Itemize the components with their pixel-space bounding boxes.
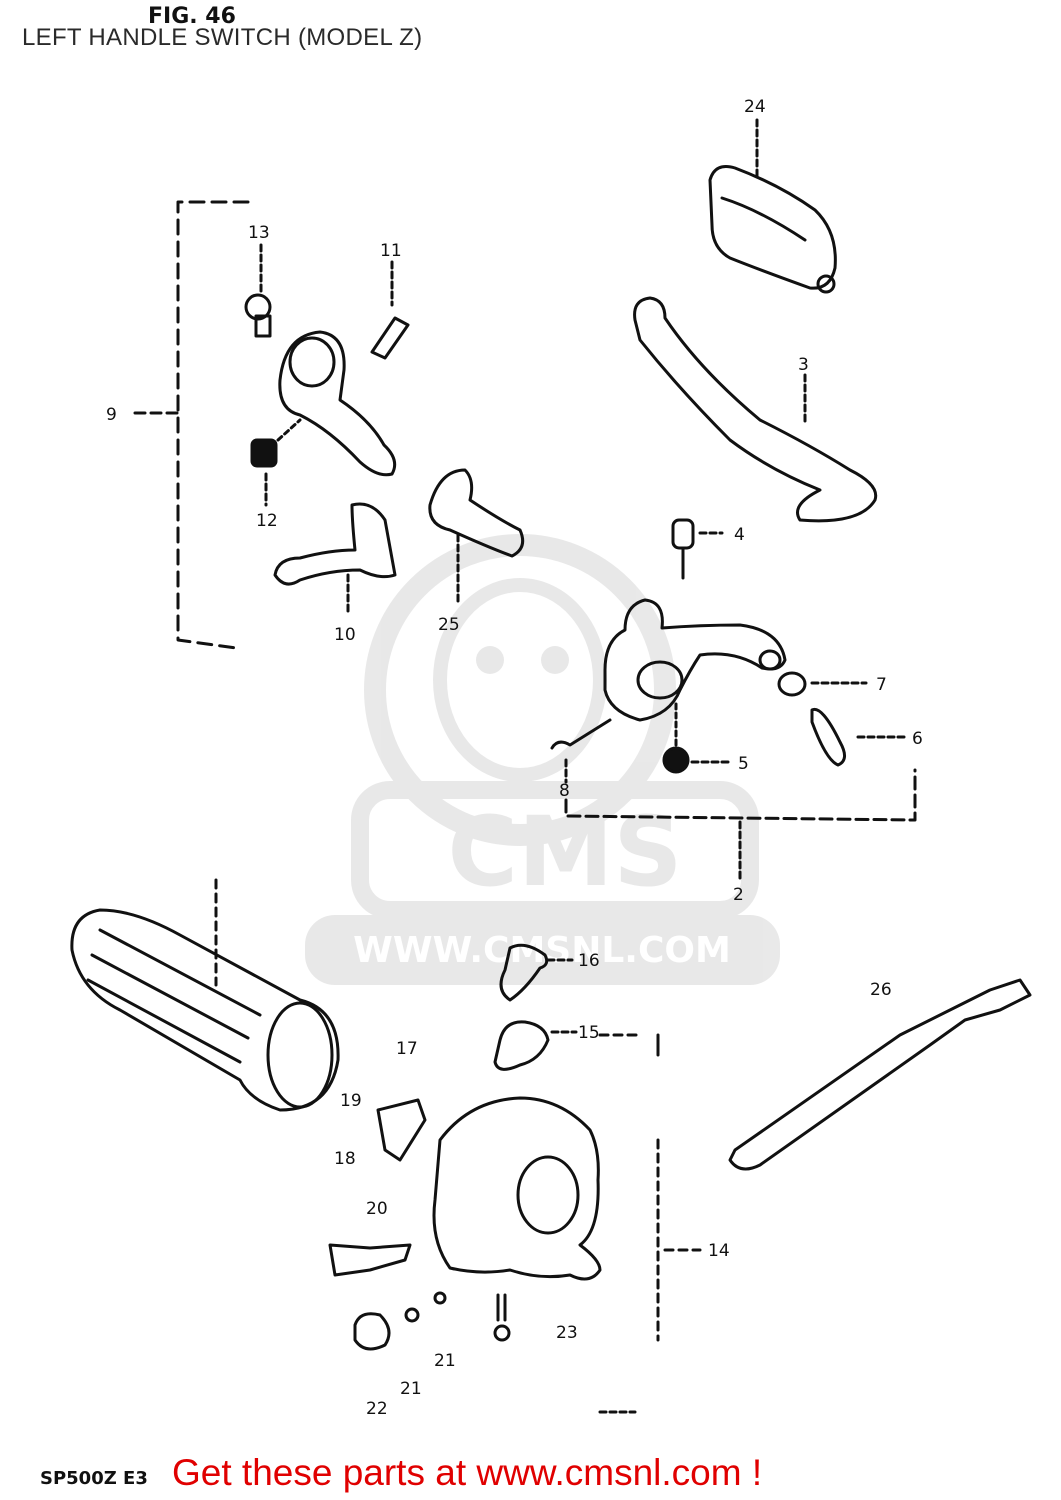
- cable-26: [728, 978, 1032, 1171]
- label-11: 11: [380, 241, 402, 261]
- label-10: 10: [334, 625, 356, 645]
- label-24: 24: [744, 97, 766, 117]
- page-title: LEFT HANDLE SWITCH (MODEL Z): [22, 24, 423, 51]
- label-17: 17: [396, 1039, 418, 1059]
- bracket-9: [176, 200, 250, 650]
- label-4: 4: [734, 525, 745, 545]
- diagram-code: SP500Z E3: [40, 1468, 148, 1489]
- part-20: [328, 1243, 412, 1277]
- label-5: 5: [738, 754, 749, 774]
- label-19: 19: [340, 1091, 362, 1111]
- label-23: 23: [556, 1323, 578, 1343]
- label-20: 20: [366, 1199, 388, 1219]
- bolt-13: [244, 243, 272, 338]
- footer-link[interactable]: Get these parts at www.cmsnl.com !: [172, 1452, 763, 1493]
- lever-part-10: [273, 502, 397, 586]
- label-3: 3: [798, 355, 809, 375]
- label-7: 7: [876, 675, 887, 695]
- part-15: [493, 1020, 550, 1071]
- label-21b: 21: [400, 1379, 422, 1399]
- bolt-4: [671, 518, 724, 580]
- figure-label: FIG. 46: [148, 4, 236, 29]
- cover-24: [708, 118, 837, 294]
- watermark: CMS WWW.CMSNL.COM: [305, 534, 780, 985]
- holder-2: [550, 598, 917, 882]
- label-22: 22: [366, 1399, 388, 1419]
- part-25: [428, 468, 525, 558]
- handle-grip: [70, 878, 340, 1112]
- label-26: 26: [870, 980, 892, 1000]
- lever-3: [633, 296, 878, 523]
- label-21a: 21: [434, 1351, 456, 1371]
- label-6: 6: [912, 729, 923, 749]
- bolt-11: [370, 260, 410, 360]
- watermark-url: WWW.CMSNL.COM: [353, 930, 731, 971]
- part-21: [353, 1312, 391, 1351]
- clamp-holder-9: [278, 330, 397, 477]
- label-12: 12: [256, 511, 278, 531]
- watermark-brand: CMS: [447, 796, 682, 908]
- label-8: 8: [559, 781, 570, 801]
- label-13: 13: [248, 223, 270, 243]
- label-9: 9: [106, 405, 117, 425]
- part-labels: 9 13 11 12 10 25 24 3 4 7 6 5 8 2 16 15 …: [106, 97, 923, 1419]
- label-16: 16: [578, 951, 600, 971]
- label-2: 2: [733, 885, 744, 905]
- label-14: 14: [708, 1241, 730, 1261]
- label-25: 25: [438, 615, 460, 635]
- switch-housing-14: [432, 1096, 702, 1342]
- label-18: 18: [334, 1149, 356, 1169]
- part-16: [499, 943, 549, 1002]
- label-15: 15: [578, 1023, 600, 1043]
- part-19: [376, 1098, 427, 1162]
- nut-12: [250, 418, 302, 507]
